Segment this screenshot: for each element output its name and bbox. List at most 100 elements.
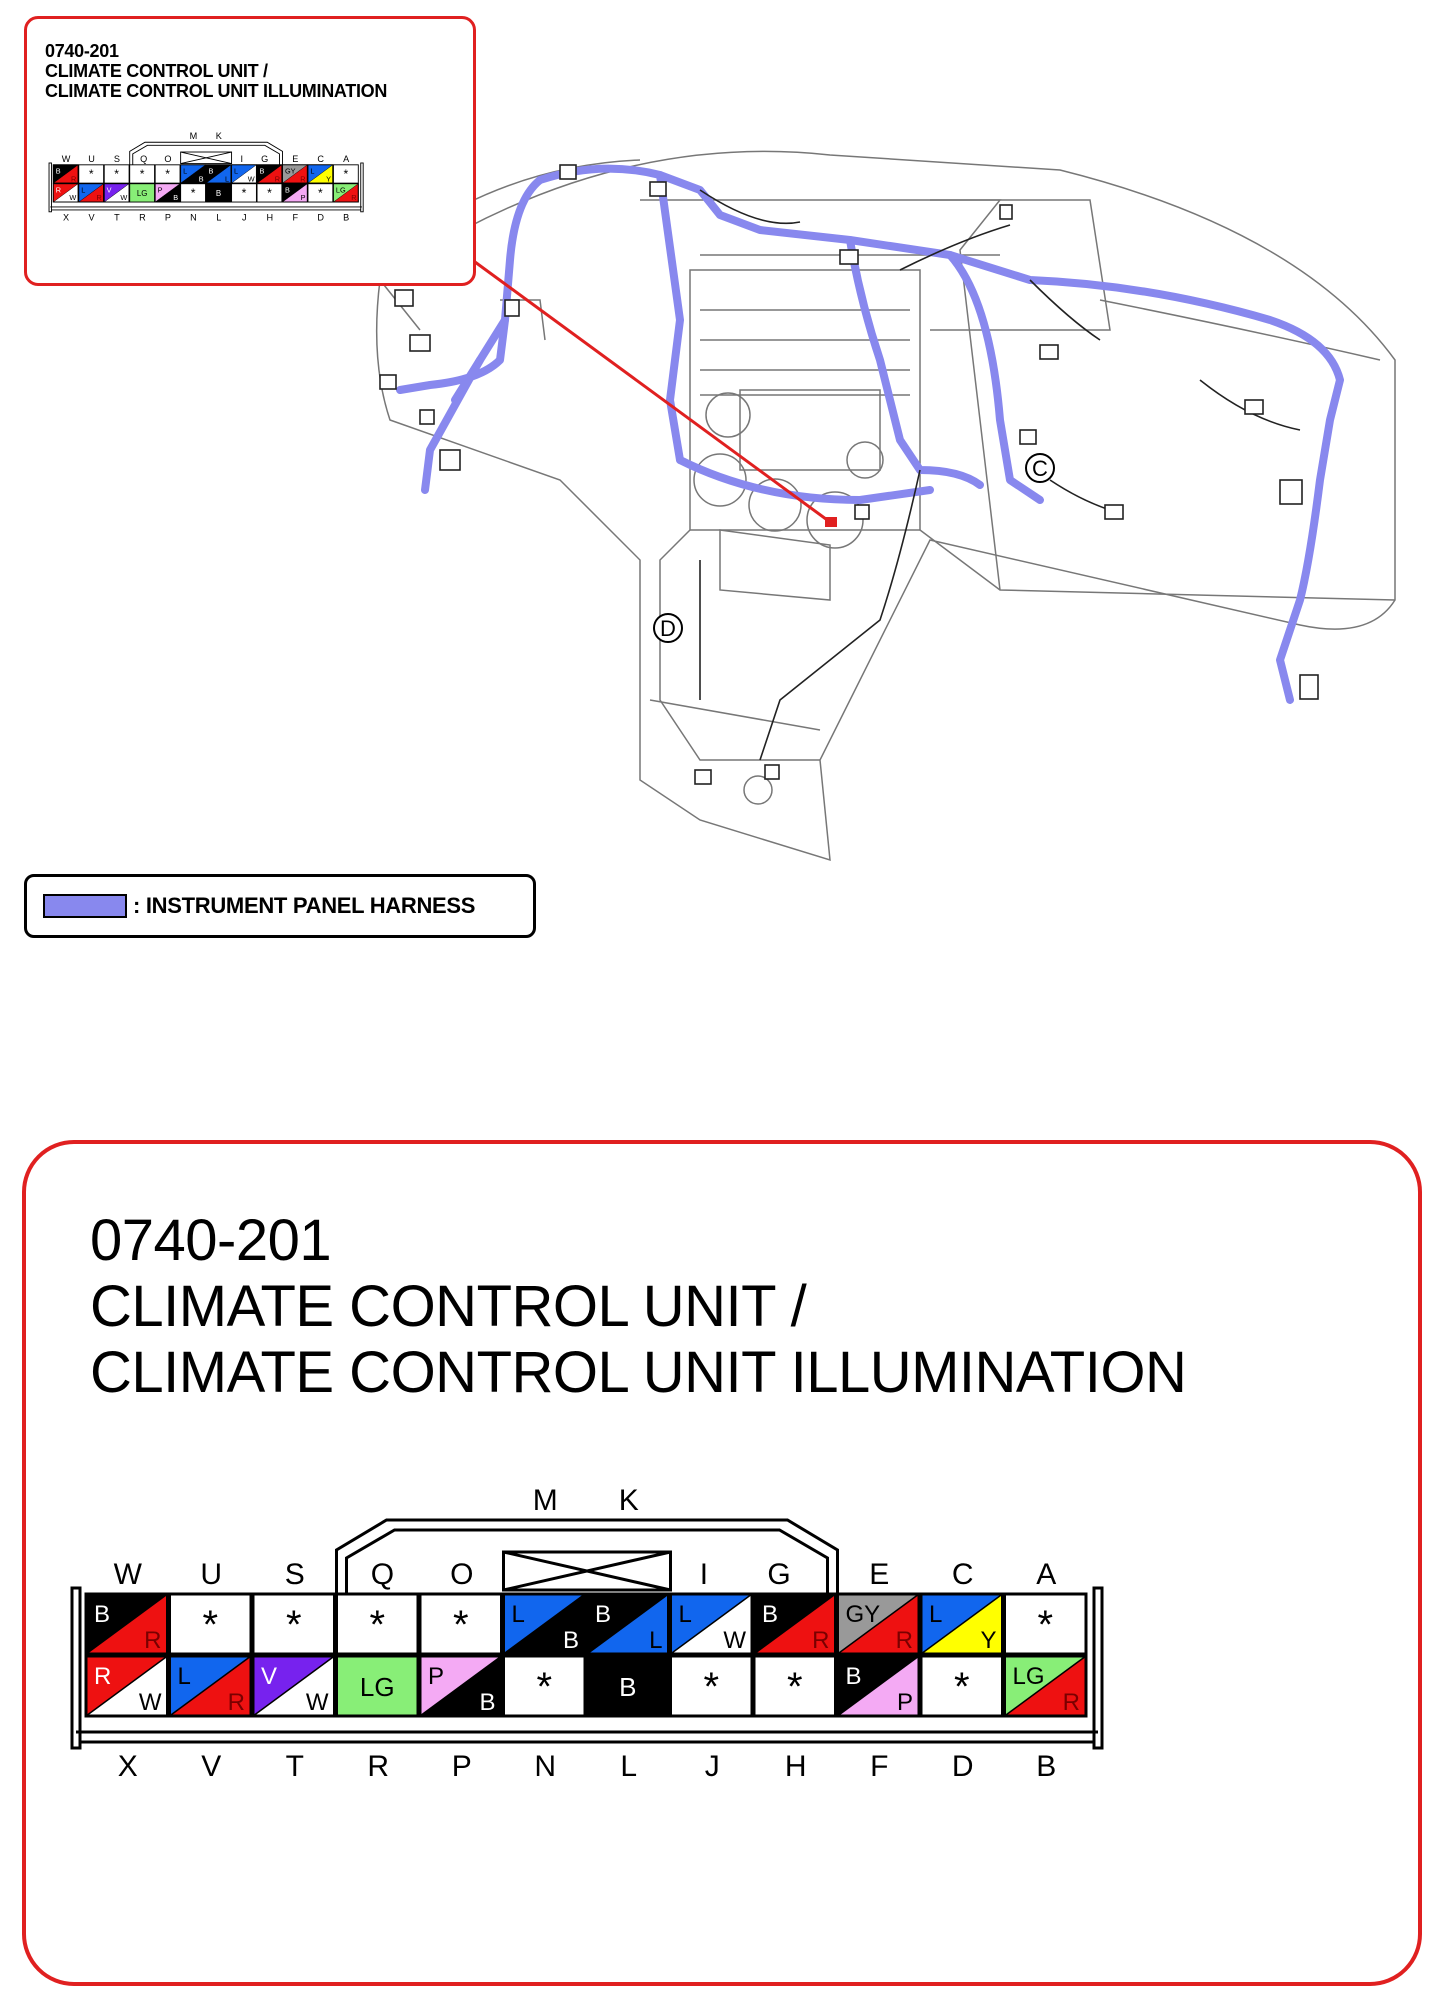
inset-pin-Q-unused-mark: * — [140, 167, 145, 181]
inset-key-pin-label: M — [190, 131, 198, 141]
inset-pin-I-divider — [231, 164, 257, 184]
big-top-pin-label: S — [285, 1558, 305, 1591]
big-pin-D-unused-mark: * — [954, 1665, 970, 1709]
big-pin-X-divider — [85, 1655, 168, 1717]
inset-pin-B-divider — [333, 183, 359, 203]
inset-pin-D-unused-mark: * — [318, 186, 323, 200]
big-pin-O — [418, 1592, 503, 1656]
inset-key-blank-cross-b — [180, 151, 232, 165]
inset-pin-F-divider — [282, 183, 308, 203]
inset-pin-N — [180, 183, 206, 203]
inset-pin-I-border — [231, 164, 257, 184]
inset-pin-C-stripe-code: Y — [326, 174, 331, 183]
inset-pin-L — [205, 183, 232, 203]
inset-pin-V-primary-code: L — [81, 185, 85, 194]
big-bottom-pin-label: N — [534, 1750, 556, 1783]
big-bottom-pin-label: B — [1036, 1750, 1056, 1783]
inset-top-pin-label: E — [292, 154, 298, 164]
big-pin-A — [1003, 1592, 1088, 1656]
inset-pin-R-color-code: LG — [137, 189, 148, 198]
inset-pin-F-primary-code: B — [285, 185, 290, 194]
big-pin-T-stripe-code: W — [306, 1689, 329, 1716]
big-bottom-pin-label: L — [620, 1750, 637, 1783]
inset-pin-B-stripe-code: R — [351, 193, 356, 202]
big-top-pin-label: I — [700, 1558, 708, 1591]
big-pin-I-border — [669, 1592, 754, 1656]
inset-key-hood-inner — [132, 144, 280, 165]
inset-pin-T-border — [103, 183, 130, 203]
inset-connector-code: 0740-201 — [45, 41, 119, 61]
inset-pin-B-primary-code: LG — [336, 185, 346, 194]
inset-pin-D — [307, 183, 334, 203]
inset-pin-E-border — [282, 164, 308, 184]
big-pin-G-primary-code: B — [762, 1601, 778, 1628]
inset-pin-M-divider — [180, 164, 206, 184]
big-pin-U — [168, 1592, 253, 1656]
big-pin-L-color-code: B — [619, 1672, 636, 1702]
inset-bottom-pin-label: H — [266, 212, 273, 222]
inset-pin-J-unused-mark: * — [242, 186, 247, 200]
inset-pin-W-divider — [53, 164, 79, 184]
inset-bottom-pin-label: N — [190, 212, 197, 222]
big-pin-L — [585, 1654, 670, 1718]
inset-top-pin-label: O — [164, 154, 171, 164]
inset-bottom-pin-label: T — [114, 212, 120, 222]
big-key-pin-label: K — [619, 1484, 639, 1517]
big-pin-C-primary-code: L — [929, 1601, 942, 1628]
inset-key-hood — [129, 141, 283, 165]
big-key-hood — [335, 1518, 839, 1594]
inset-pin-S-unused-mark: * — [114, 167, 119, 181]
inset-top-pin-label: A — [343, 154, 350, 164]
big-pin-X-border — [84, 1654, 169, 1718]
big-pin-K-primary-code: B — [595, 1601, 611, 1628]
big-pin-Q-unused-mark: * — [369, 1603, 385, 1647]
big-pin-V-divider — [169, 1655, 252, 1717]
harness-legend: : INSTRUMENT PANEL HARNESS — [24, 874, 536, 938]
big-pin-M-primary-code: L — [512, 1601, 525, 1628]
big-pin-R-color-code: LG — [360, 1672, 395, 1702]
big-pin-M-stripe-code: B — [563, 1627, 579, 1654]
big-pin-K-stripe-code: L — [649, 1627, 662, 1654]
big-pin-B-stripe-code: R — [1063, 1689, 1080, 1716]
callout-d-label: D — [660, 616, 676, 641]
inset-bottom-pin-label: L — [216, 212, 221, 222]
inset-pin-N-unused-mark: * — [191, 186, 196, 200]
big-top-pin-label: U — [200, 1558, 222, 1591]
inset-pin-F-stripe-code: P — [301, 193, 306, 202]
big-bottom-pin-label: R — [367, 1750, 389, 1783]
inset-pin-I-stripe-code: W — [248, 174, 255, 183]
big-pin-X-stripe-code: W — [139, 1689, 162, 1716]
inset-bottom-pin-label: B — [343, 212, 349, 222]
big-pin-H-unused-mark: * — [787, 1665, 803, 1709]
big-top-pin-label: C — [952, 1558, 974, 1591]
big-pin-R — [335, 1654, 420, 1718]
inset-pin-U-unused-mark: * — [89, 167, 94, 181]
inset-connector-name-line2: CLIMATE CONTROL UNIT ILLUMINATION — [45, 81, 388, 101]
inset-pin-O — [154, 164, 181, 184]
inset-pin-P-primary-code: P — [158, 185, 163, 194]
inset-pin-E-primary-code: GY — [285, 166, 296, 175]
big-pin-X-primary-code: R — [94, 1663, 111, 1690]
inset-pin-L-color-code: B — [216, 189, 221, 198]
leader-line — [474, 260, 831, 524]
inset-title: 0740-201 CLIMATE CONTROL UNIT / CLIMATE … — [45, 41, 387, 101]
big-top-pin-label: O — [450, 1558, 473, 1591]
big-pin-I-divider — [670, 1593, 753, 1655]
inset-pin-K-border — [205, 164, 232, 184]
harness-color-swatch — [43, 894, 127, 918]
big-pin-C-stripe-code: Y — [980, 1627, 996, 1654]
big-top-pin-label: G — [767, 1558, 790, 1591]
inset-bottom-pin-label: V — [88, 212, 95, 222]
inset-pin-W-border — [52, 164, 79, 184]
inset-pin-A-unused-mark: * — [343, 167, 348, 181]
inset-left-latch — [48, 162, 52, 213]
callout-c-circle — [1025, 453, 1055, 483]
inset-pin-T-primary-code: V — [107, 185, 112, 194]
big-pin-W-stripe-code: R — [144, 1627, 161, 1654]
big-pin-E-divider — [837, 1593, 920, 1655]
big-pin-G-border — [752, 1592, 837, 1656]
callout-d-circle — [653, 613, 683, 643]
inset-pin-G-primary-code: B — [259, 166, 264, 175]
inset-pin-P-divider — [155, 183, 181, 203]
